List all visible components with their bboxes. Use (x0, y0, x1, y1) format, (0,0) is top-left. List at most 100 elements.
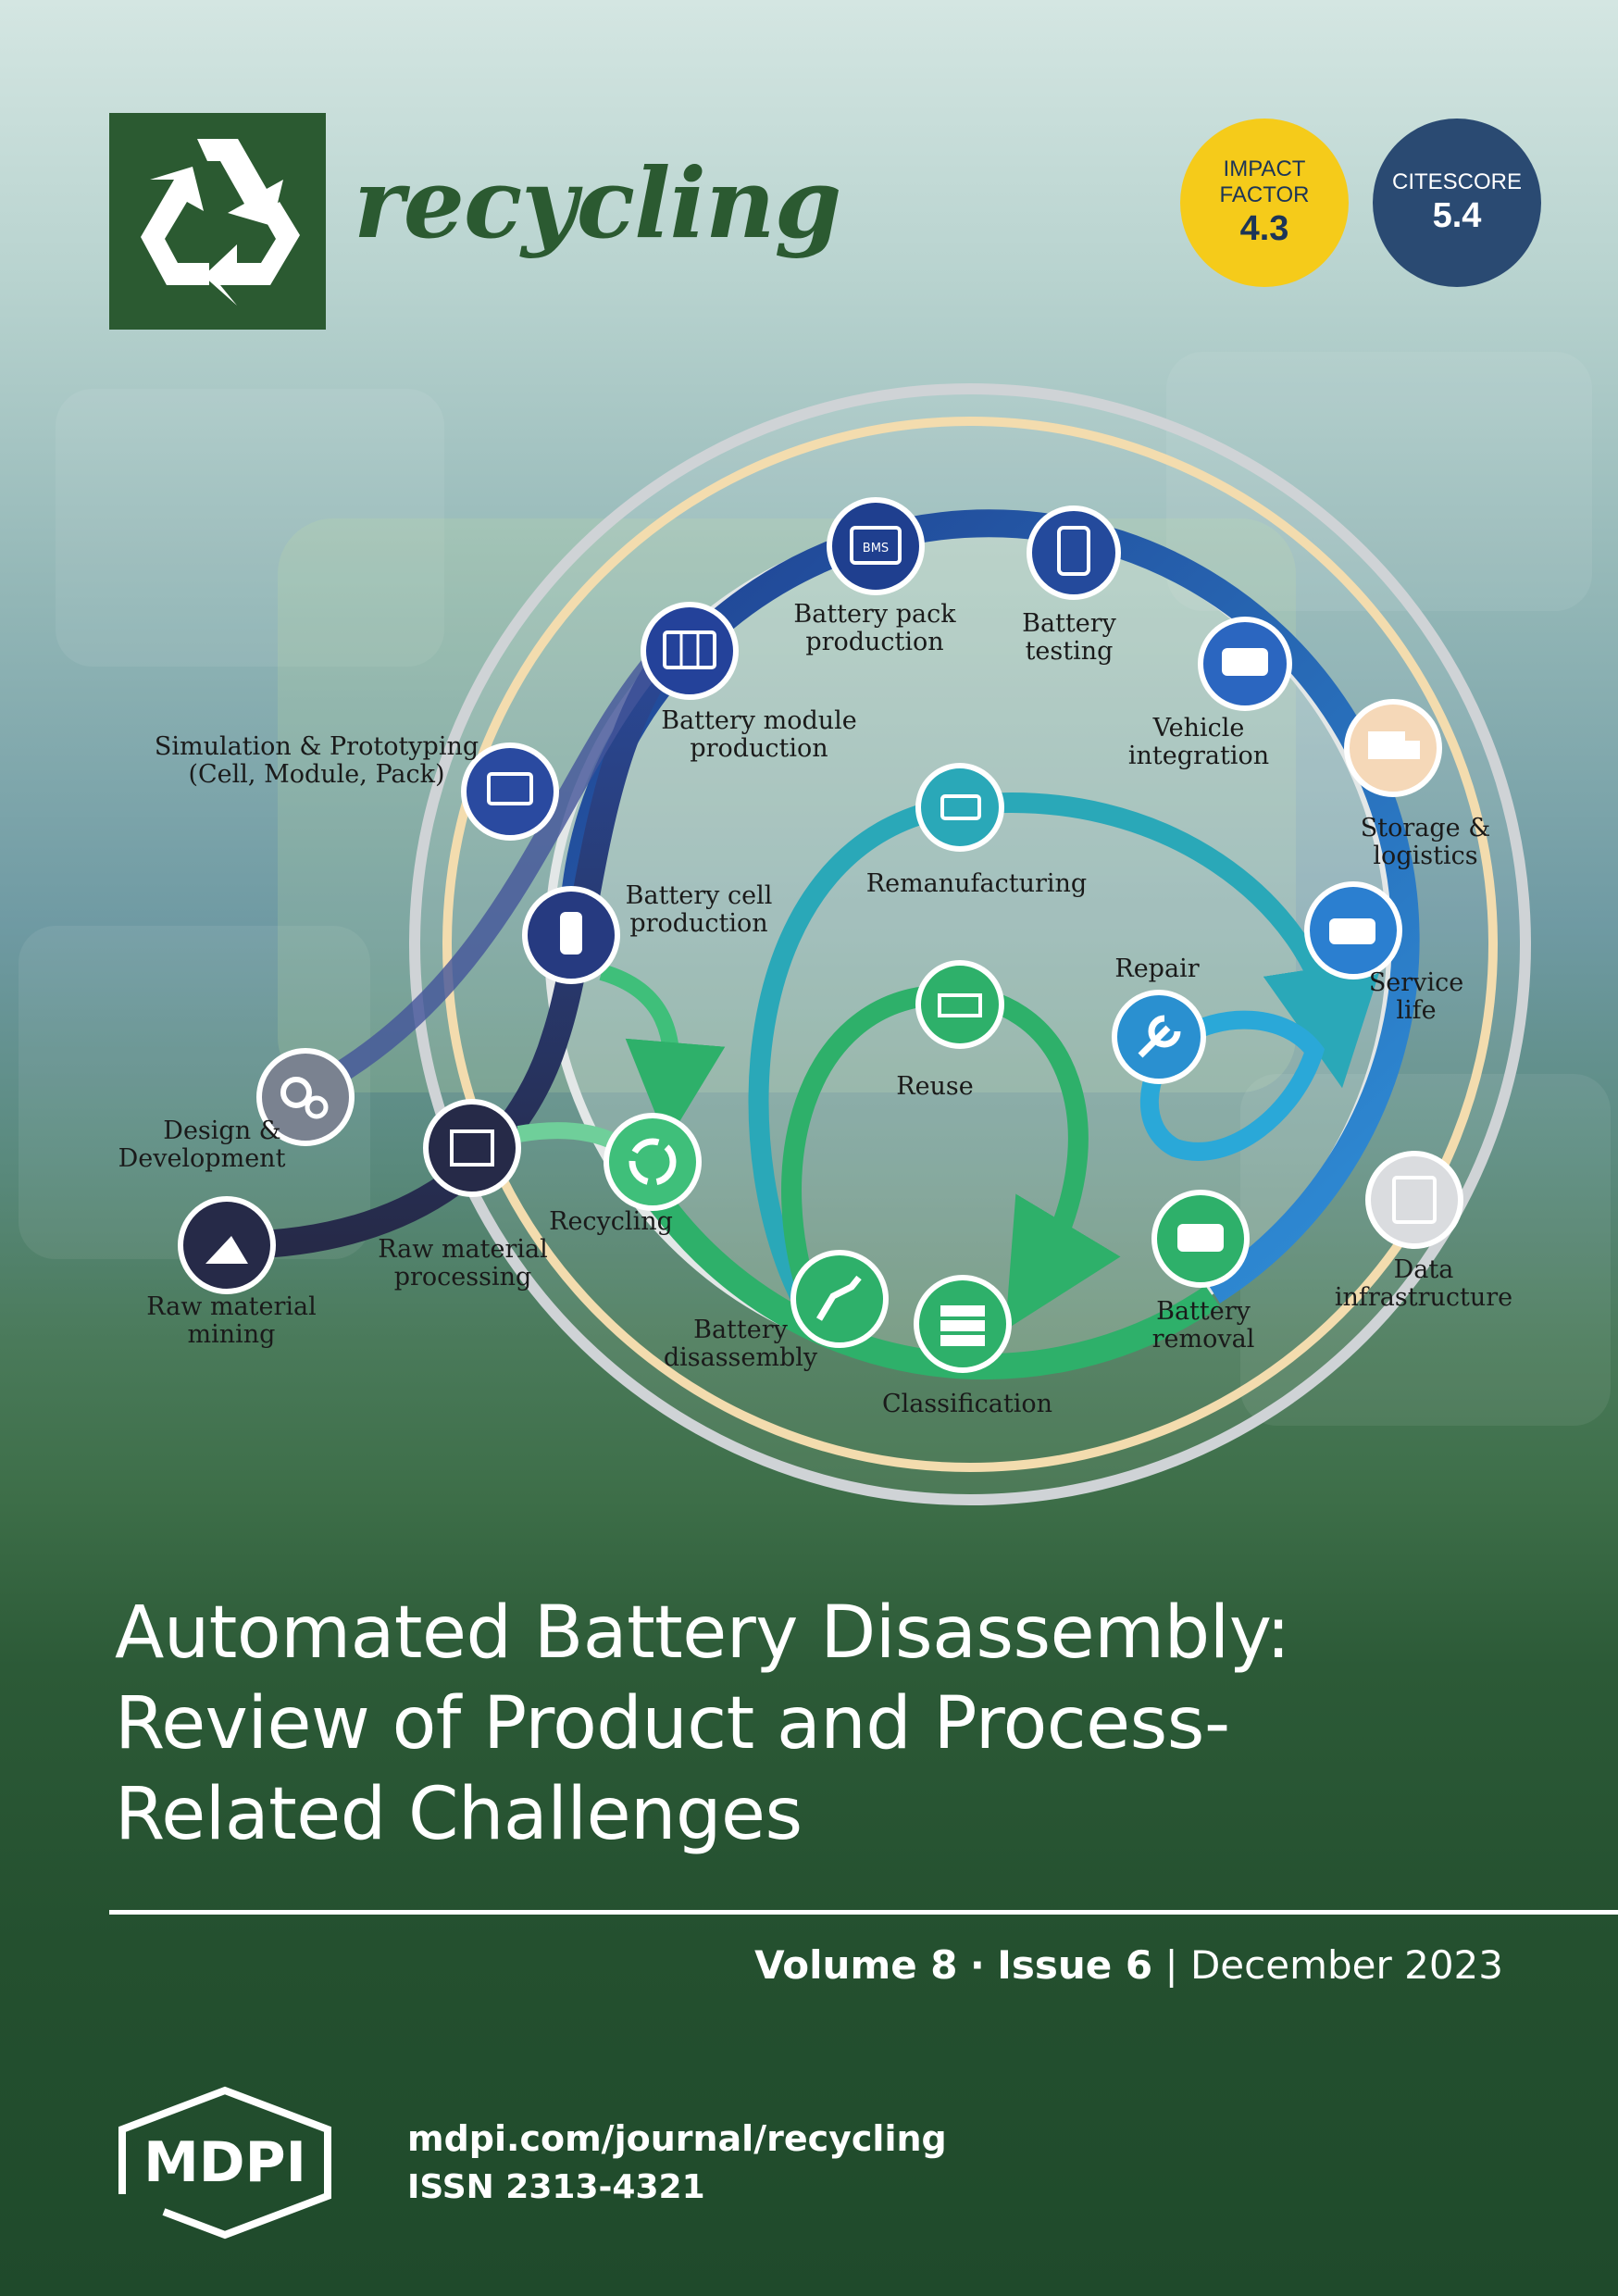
separator-dot: · (969, 1942, 985, 1988)
node-testing (1027, 505, 1121, 600)
issue-text: Issue 6 (997, 1942, 1153, 1988)
label-testing: Battery (1022, 609, 1117, 638)
citescore-badge: CITESCORE 5.4 (1373, 119, 1541, 287)
node-classification (914, 1275, 1012, 1373)
label-recycling: Recycling (549, 1207, 673, 1236)
separator-bar: | (1164, 1942, 1178, 1988)
label-storage: logistics (1373, 842, 1477, 870)
label-module: production (690, 734, 828, 763)
wrench-icon (1138, 1015, 1181, 1058)
node-design (256, 1048, 355, 1146)
volume-text: Volume 8 (754, 1942, 958, 1988)
article-title: Automated Battery Disassembly: Review of… (115, 1588, 1522, 1860)
server-icon (1392, 1176, 1437, 1224)
label-classification: Classification (882, 1390, 1052, 1418)
label-removal: removal (1152, 1325, 1255, 1354)
label-raw-mining: mining (188, 1320, 276, 1349)
impact-value: 4.3 (1239, 209, 1289, 248)
issn: ISSN 2313-4321 (407, 2168, 705, 2206)
background-cell (56, 389, 444, 667)
node-module (641, 602, 739, 700)
recycle-icon (141, 139, 300, 306)
cell-to-recycling-arrow (599, 964, 726, 1142)
node-raw-processing (423, 1099, 521, 1197)
journal-url[interactable]: mdpi.com/journal/recycling (407, 2118, 947, 2159)
diagram-labels: Simulation & Prototyping (Cell, Module, … (118, 600, 1513, 1418)
label-simulation: Simulation & Prototyping (155, 732, 479, 761)
label-vehicle: integration (1128, 742, 1269, 770)
label-pack: Battery pack (793, 600, 956, 629)
label-raw-mining: Raw material (146, 1292, 317, 1321)
mdpi-logo-text: MDPI (143, 2130, 306, 2195)
label-disassembly: Battery (693, 1316, 789, 1344)
node-recycling (604, 1113, 702, 1211)
service-car-icon (1329, 918, 1375, 944)
recycling-arc (617, 1146, 1220, 1380)
multimeter-icon (1057, 526, 1090, 576)
label-removal: Battery (1156, 1297, 1251, 1326)
label-cell: Battery cell (626, 881, 773, 910)
date-text: December 2023 (1189, 1942, 1503, 1988)
design-path (300, 640, 675, 1103)
node-disassembly (790, 1250, 889, 1348)
citescore-label: CITESCORE (1391, 169, 1522, 194)
mining-icon (205, 1236, 248, 1264)
raw-material-path (240, 609, 713, 1259)
node-data (1365, 1151, 1463, 1249)
citescore-value: 5.4 (1432, 196, 1482, 235)
background-cell (1240, 1074, 1611, 1426)
label-design: Development (118, 1144, 286, 1173)
node-bms: BMS (827, 497, 925, 595)
node-removal (1151, 1190, 1250, 1288)
node-simulation (461, 742, 559, 841)
vehicle-icon (1222, 648, 1268, 676)
issue-info: Volume 8 · Issue 6 | December 2023 (754, 1942, 1503, 1988)
robot-arm-icon (815, 1275, 862, 1321)
truck-icon (1368, 731, 1405, 759)
label-cell: production (629, 909, 767, 938)
car-removal-icon (1177, 1224, 1224, 1252)
recycle-icon (629, 1138, 677, 1186)
label-pack: production (805, 628, 943, 656)
middle-ring (442, 417, 1498, 1472)
reman-icon (940, 794, 981, 820)
node-raw-mining (178, 1196, 276, 1294)
label-data: infrastructure (1335, 1283, 1512, 1312)
label-service: Service (1369, 968, 1463, 997)
mdpi-logo: MDPI (118, 2086, 331, 2240)
node-service (1304, 881, 1402, 980)
robot-line-icon (938, 993, 982, 1017)
factory-icon (450, 1129, 494, 1167)
label-storage: Storage & (1361, 814, 1490, 842)
label-remanufacturing: Remanufacturing (866, 869, 1087, 898)
node-storage (1344, 699, 1442, 797)
repair-loop (1139, 1010, 1326, 1161)
title-line: Automated Battery Disassembly: (115, 1591, 1290, 1675)
node-remanufacturing (915, 763, 1004, 852)
impact-label: IMPACT (1223, 156, 1306, 181)
laptop-icon (487, 772, 533, 805)
node-reuse (915, 960, 1004, 1049)
label-testing: testing (1026, 637, 1114, 666)
node-repair (1112, 990, 1206, 1084)
label-service: life (1396, 996, 1436, 1025)
journal-name: recycling (354, 146, 841, 260)
label-raw-processing: Raw material (378, 1235, 548, 1264)
label-data: Data (1394, 1255, 1454, 1284)
module-icon (663, 630, 716, 669)
impact-label: FACTOR (1219, 182, 1310, 207)
bms-icon-text: BMS (863, 542, 889, 555)
label-design: Design & (163, 1117, 280, 1145)
cell-icon (560, 912, 582, 955)
label-module: Battery module (661, 706, 857, 735)
label-reuse: Reuse (896, 1072, 974, 1101)
label-simulation: (Cell, Module, Pack) (188, 760, 444, 789)
classification-icon (940, 1305, 985, 1316)
journal-logo (109, 113, 326, 330)
label-disassembly: disassembly (664, 1343, 818, 1372)
title-line: Review of Product and Process- (115, 1682, 1230, 1766)
label-raw-processing: processing (394, 1263, 532, 1292)
label-repair: Repair (1114, 955, 1199, 983)
node-cell (522, 886, 620, 984)
